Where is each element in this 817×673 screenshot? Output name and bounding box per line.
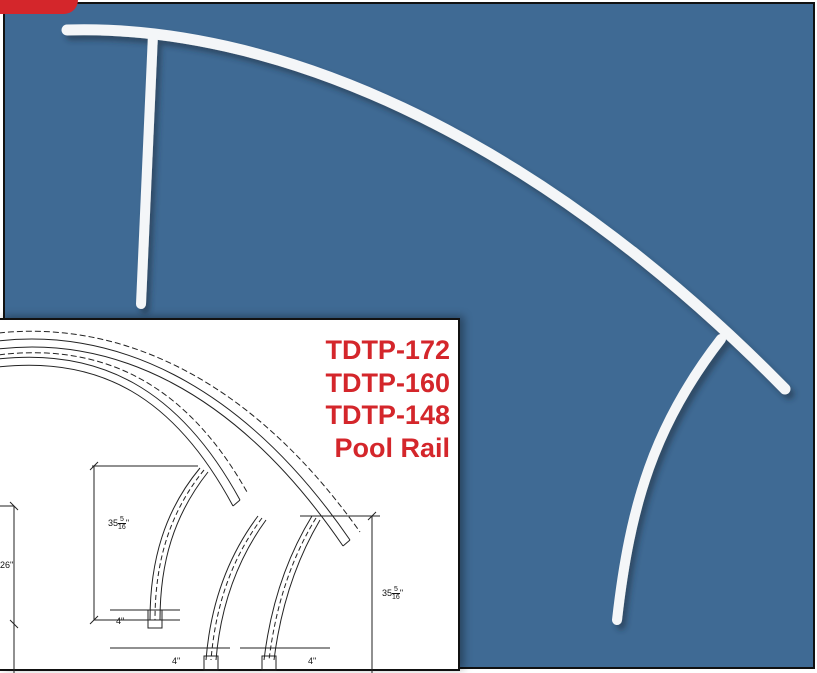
model-list: TDTP-172 TDTP-160 TDTP-148 Pool Rail [325, 334, 450, 464]
technical-drawing-panel: TDTP-172 TDTP-160 TDTP-148 Pool Rail 26"… [0, 318, 460, 673]
right-height-whole: 35 [382, 587, 393, 598]
model-number: TDTP-160 [325, 367, 450, 398]
right-height-numerator: 5 [392, 586, 400, 594]
technical-drawing [0, 330, 380, 673]
pool-rail-photo [61, 24, 791, 625]
base-width-label: 4" [116, 616, 125, 626]
left-height-label: 26" [0, 560, 14, 570]
mid-height-numerator: 5 [118, 516, 126, 524]
model-number: TDTP-172 [325, 335, 450, 365]
model-number: TDTP-148 [325, 400, 450, 430]
base-width-label: 4" [308, 656, 317, 666]
left-post [136, 29, 158, 309]
right-post [612, 334, 726, 625]
right-height-denominator: 16 [392, 594, 400, 601]
base-width-label: 4" [172, 656, 181, 666]
mid-height-denominator: 16 [118, 524, 126, 531]
mid-height-whole: 35 [108, 517, 119, 528]
product-name: Pool Rail [334, 432, 450, 463]
brand-tab [0, 0, 78, 14]
